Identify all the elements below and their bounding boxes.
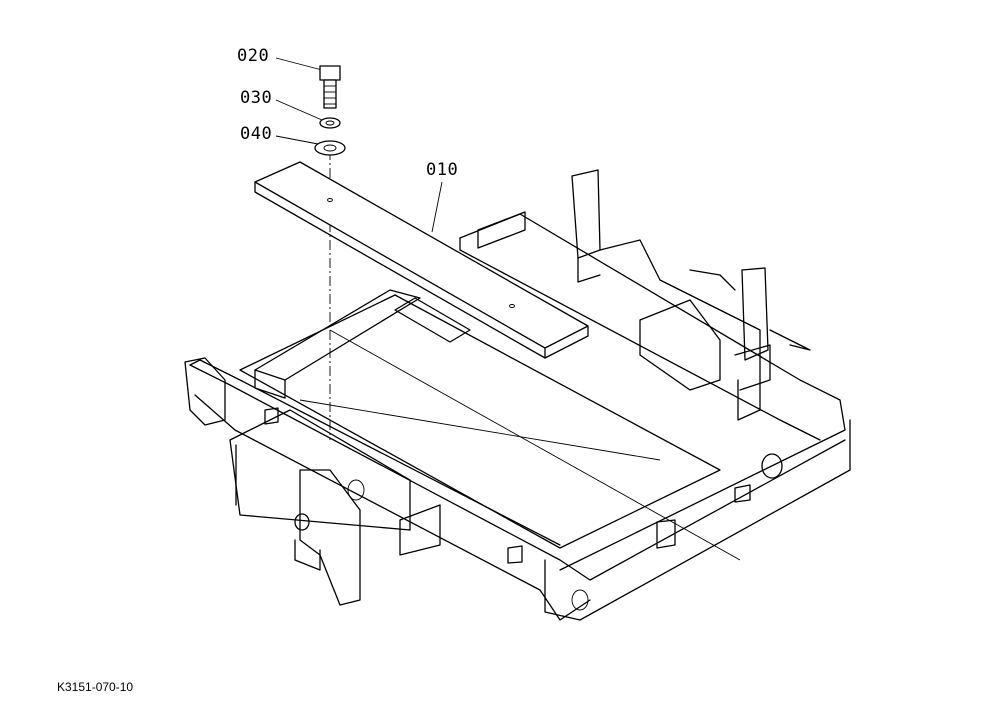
callout-010: 010 <box>426 160 459 180</box>
callout-040: 040 <box>240 124 273 144</box>
plate-010 <box>254 161 589 359</box>
flat-washer-040 <box>314 140 346 156</box>
leader-lines <box>275 57 443 233</box>
callout-020: 020 <box>237 46 270 66</box>
bolt-020 <box>319 65 341 109</box>
frame-body <box>184 169 851 621</box>
spring-washer-030 <box>319 117 341 129</box>
drawing-code: K3151-070-10 <box>57 680 134 694</box>
callout-030: 030 <box>240 88 273 108</box>
